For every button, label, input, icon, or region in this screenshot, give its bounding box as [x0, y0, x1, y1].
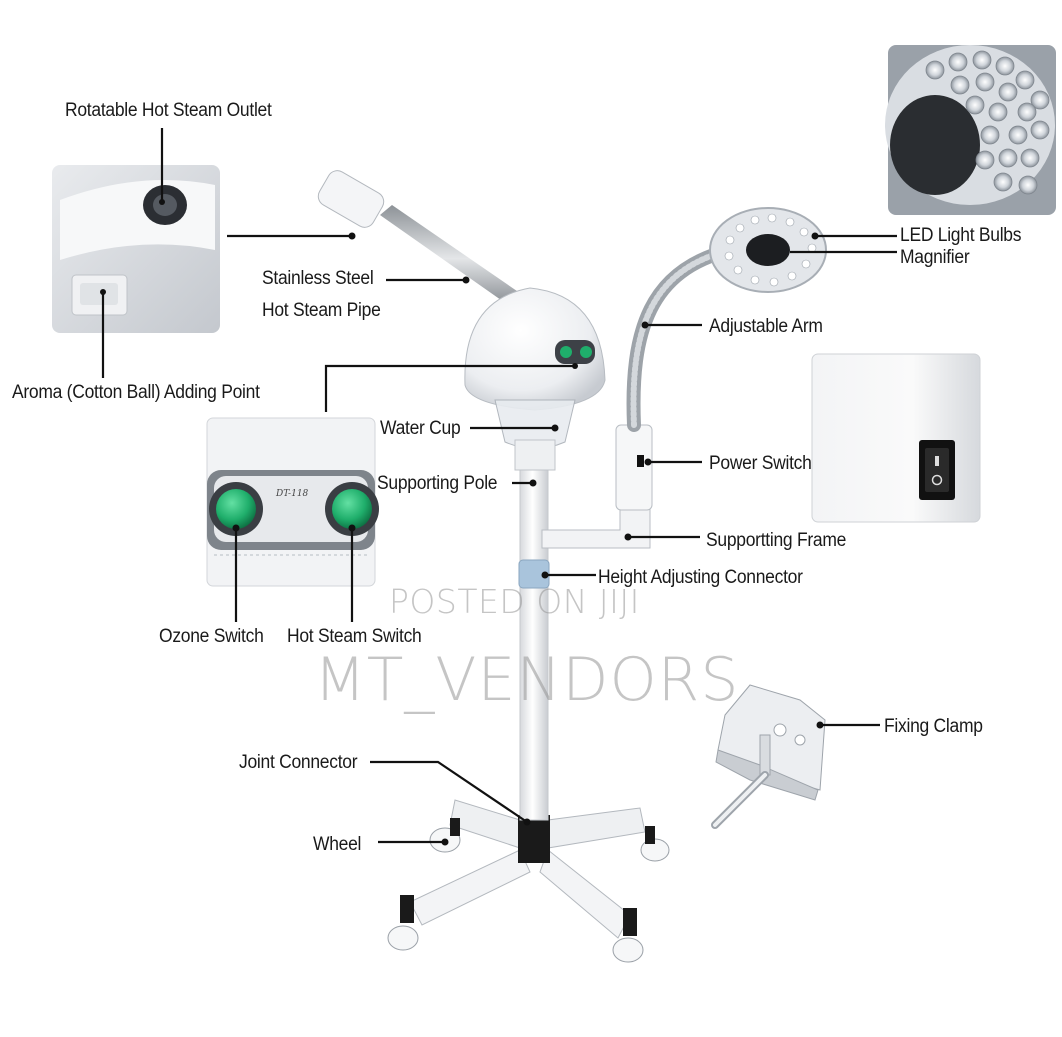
label-led-bulbs: LED Light Bulbs: [900, 225, 1022, 246]
label-power-switch: Power Switch: [709, 453, 812, 474]
label-rotatable-outlet: Rotatable Hot Steam Outlet: [65, 100, 272, 121]
led-closeup-inset: [885, 45, 1056, 215]
power-switch-inset: [811, 353, 981, 523]
label-height-connector: Height Adjusting Connector: [598, 567, 803, 588]
base-assembly: [387, 799, 670, 963]
label-water-cup: Water Cup: [380, 418, 461, 439]
fixing-clamp: [711, 684, 826, 829]
leader-lines: [101, 128, 897, 844]
label-hot-steam-switch: Hot Steam Switch: [287, 626, 422, 647]
label-supporting-pole: Supporting Pole: [377, 473, 498, 494]
supporting-pole: [519, 464, 549, 821]
label-supporting-frame: Supportting Frame: [706, 530, 847, 551]
label-stainless-pipe-1: Stainless Steel: [262, 268, 374, 289]
watermark-vendor: MT_VENDORS: [314, 645, 740, 715]
label-ozone-switch: Ozone Switch: [159, 626, 264, 647]
steam-outlet: [317, 170, 385, 228]
panel-model-text: DT-118: [276, 489, 309, 499]
label-joint-connector: Joint Connector: [239, 752, 358, 773]
wheels: [387, 818, 670, 963]
label-fixing-clamp: Fixing Clamp: [884, 716, 983, 737]
label-wheel: Wheel: [313, 834, 362, 855]
outlet-closeup-inset: [52, 165, 220, 333]
stainless-steam-pipe: [380, 205, 530, 312]
control-panel-inset: [206, 417, 379, 587]
label-adjustable-arm: Adjustable Arm: [709, 316, 823, 337]
label-magnifier: Magnifier: [900, 247, 970, 268]
watermark-posted-on: POSTED ON JIJI: [389, 582, 640, 621]
magnifier-lamp: [709, 207, 827, 293]
label-stainless-pipe-2: Hot Steam Pipe: [262, 300, 381, 321]
label-aroma-point: Aroma (Cotton Ball) Adding Point: [12, 382, 260, 403]
